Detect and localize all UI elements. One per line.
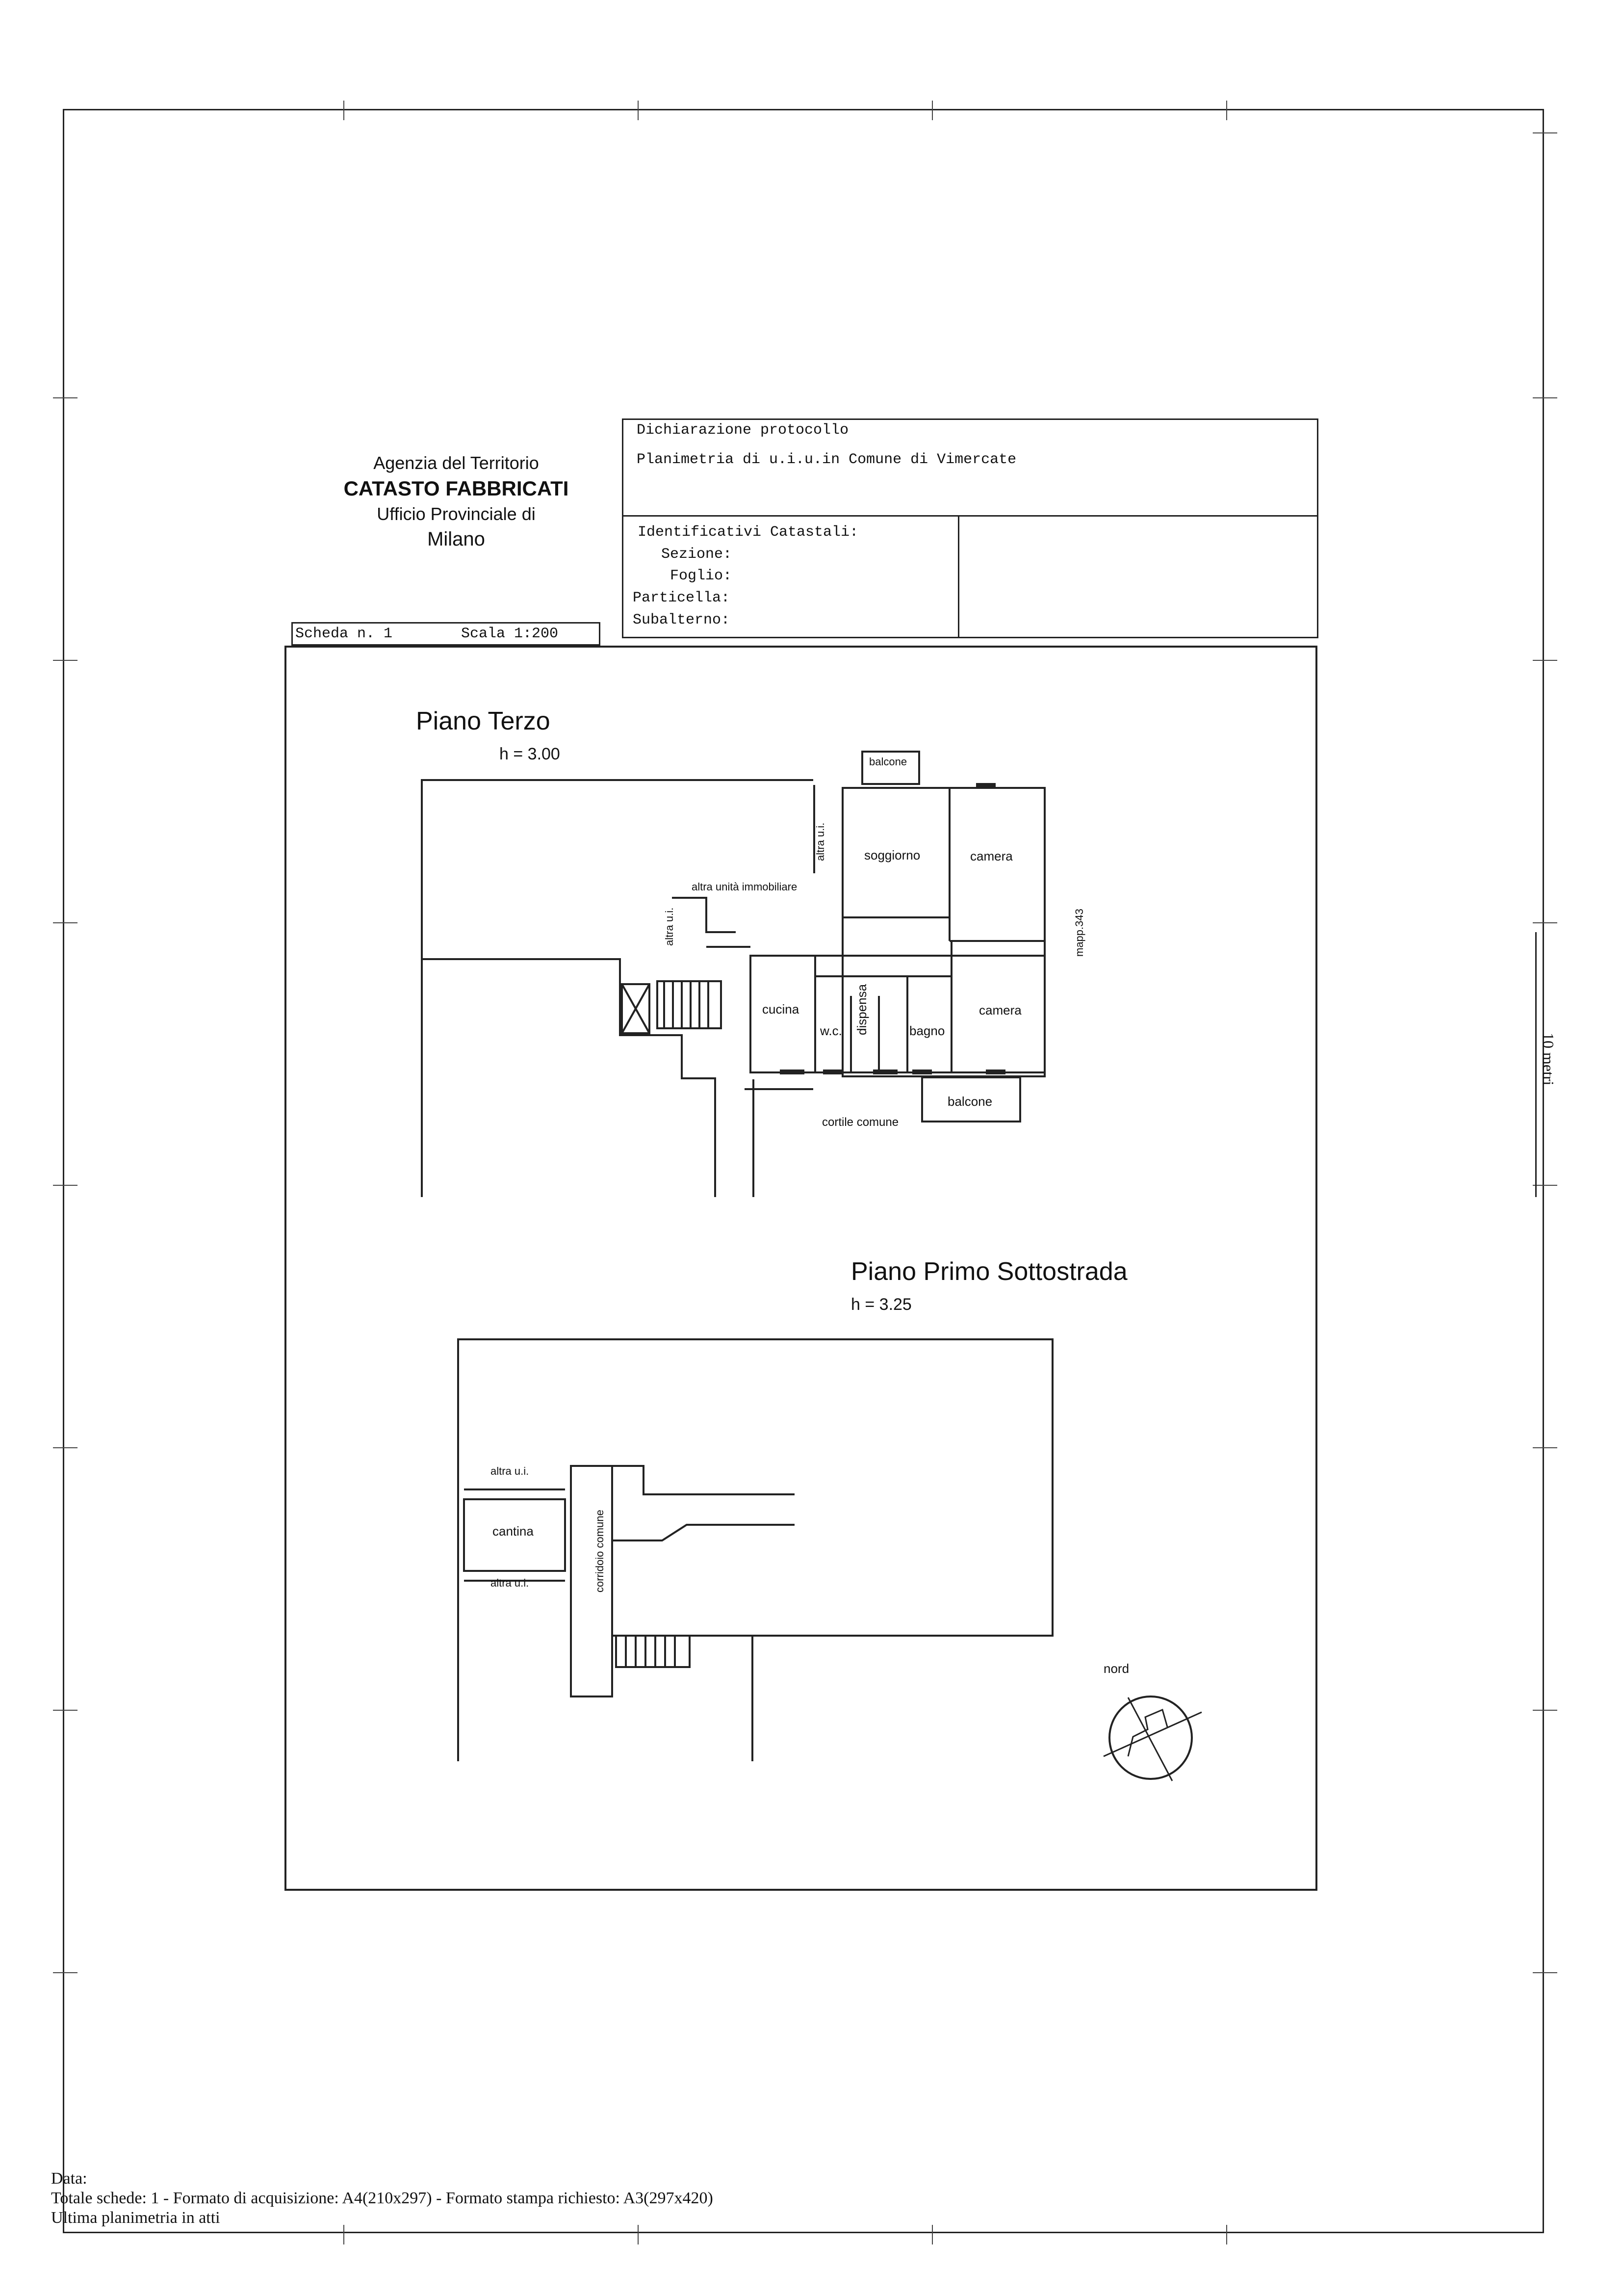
cortile-label: cortile comune xyxy=(822,1116,899,1129)
bagno-label: bagno xyxy=(909,1023,945,1038)
balcone-bottom-label: balcone xyxy=(948,1094,993,1109)
piano-terzo-height: h = 3.00 xyxy=(499,745,560,763)
sezione-label: Sezione: xyxy=(661,546,732,563)
identificativi-label: Identificativi Catastali: xyxy=(638,524,859,541)
outer-frame xyxy=(63,109,1544,2233)
cantina-label: cantina xyxy=(492,1524,534,1539)
protocol-box xyxy=(622,418,1318,638)
balcone-top-label: balcone xyxy=(869,756,907,768)
soggiorno-label: soggiorno xyxy=(864,848,921,862)
footer-ultima: Ultima planimetria in atti xyxy=(51,2209,220,2227)
scheda-number: Scheda n. 1 xyxy=(295,626,393,642)
footer-data: Data: xyxy=(51,2169,87,2188)
north-arrow-icon xyxy=(1103,1696,1202,1781)
office-name: Ufficio Provinciale di xyxy=(377,504,536,524)
scheda-box xyxy=(291,622,600,646)
protocol-title: Dichiarazione protocollo xyxy=(637,422,849,439)
camera-bottom-label: camera xyxy=(979,1003,1022,1018)
protocol-divider-h xyxy=(622,515,1318,517)
altra-ui-bottom-label: altra u.i. xyxy=(490,1577,529,1589)
protocol-divider-v xyxy=(958,515,959,638)
altra-ui-top-label: altra u.i. xyxy=(490,1465,529,1477)
piano-sottostrada-title: Piano Primo Sottostrada xyxy=(851,1257,1128,1286)
altra-unita-label: altra unità immobiliare xyxy=(692,881,798,893)
agency-name: Agenzia del Territorio xyxy=(373,453,539,473)
scheda-scale: Scala 1:200 xyxy=(461,626,559,642)
camera-top-label: camera xyxy=(970,849,1013,863)
foglio-label: Foglio: xyxy=(670,568,732,584)
drawing-frame xyxy=(284,646,1317,1891)
office-city: Milano xyxy=(427,528,485,550)
catasto-title: CATASTO FABBRICATI xyxy=(343,477,569,500)
subalterno-label: Subalterno: xyxy=(633,612,730,628)
nord-label: nord xyxy=(1104,1661,1130,1676)
scale-label: 10 metri xyxy=(1540,1033,1557,1086)
protocol-subtitle: Planimetria di u.i.u.in Comune di Vimerc… xyxy=(637,451,1017,468)
piano-sottostrada-height: h = 3.25 xyxy=(851,1295,912,1314)
wc-label: w.c. xyxy=(820,1023,842,1038)
piano-terzo-title: Piano Terzo xyxy=(416,707,550,735)
cucina-label: cucina xyxy=(762,1002,799,1017)
corridoio-label: corridoio comune xyxy=(593,1510,606,1592)
particella-label: Particella: xyxy=(633,590,730,606)
agency-header: Agenzia del Territorio CATASTO FABBRICAT… xyxy=(314,451,598,552)
scale-bar-line xyxy=(1535,932,1537,1197)
footer-totale: Totale schede: 1 - Formato di acquisizio… xyxy=(51,2189,713,2207)
